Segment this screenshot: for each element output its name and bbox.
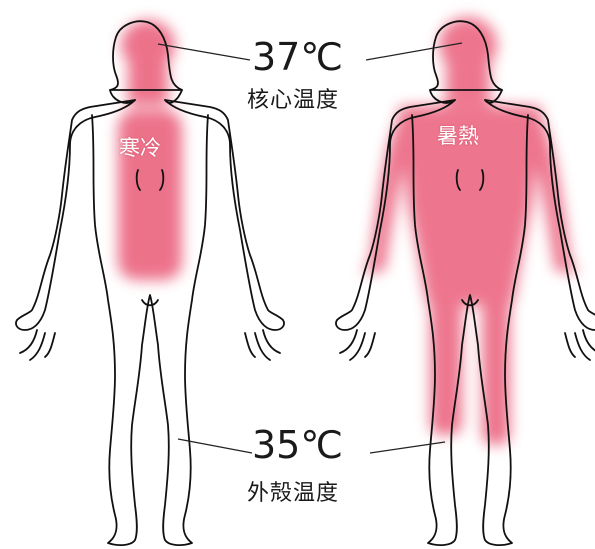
cold-label: 寒冷 (119, 138, 161, 159)
figure-cold (16, 20, 284, 545)
core-temperature-label: 核心温度 (247, 90, 339, 112)
shell-temperature: 35℃ (252, 426, 343, 464)
hot-label: 暑熱 (437, 126, 479, 147)
leader-shell-right (370, 442, 445, 453)
shell-temperature-label: 外殻温度 (247, 483, 339, 505)
core-temperature: 37℃ (252, 38, 343, 76)
shell-warm-region (362, 17, 578, 445)
figure-hot (336, 17, 595, 545)
